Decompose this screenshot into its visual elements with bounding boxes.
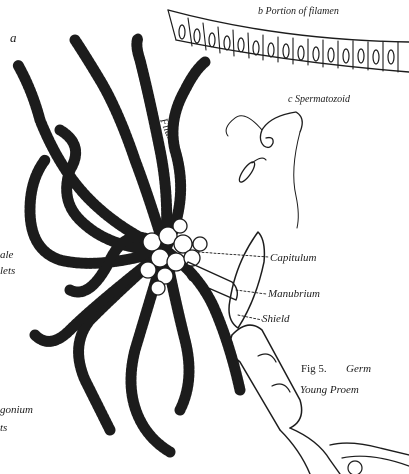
figure-b-label: b Portion of filamen (258, 6, 339, 17)
left-partial-label-4: ts (0, 422, 7, 434)
left-partial-label-2: lets (0, 265, 15, 277)
figure-a-label: a (10, 30, 17, 45)
germ-label: Germ (346, 363, 371, 375)
shield-drawing (229, 232, 264, 328)
shield-label: Shield (262, 313, 290, 325)
young-proem-label: Young Proem (300, 384, 359, 396)
fig5-label: Fig 5. (301, 363, 327, 375)
figure-c-label: c Spermatozoid (288, 94, 351, 105)
capitulum-label: Capitulum (270, 252, 317, 264)
spermatozoid-drawing (226, 112, 302, 228)
left-partial-label-3: gonium (0, 404, 33, 416)
left-partial-label-1: ale (0, 249, 14, 261)
manubrium-label: Manubrium (267, 288, 320, 300)
young-proembryo-drawing (230, 325, 409, 474)
